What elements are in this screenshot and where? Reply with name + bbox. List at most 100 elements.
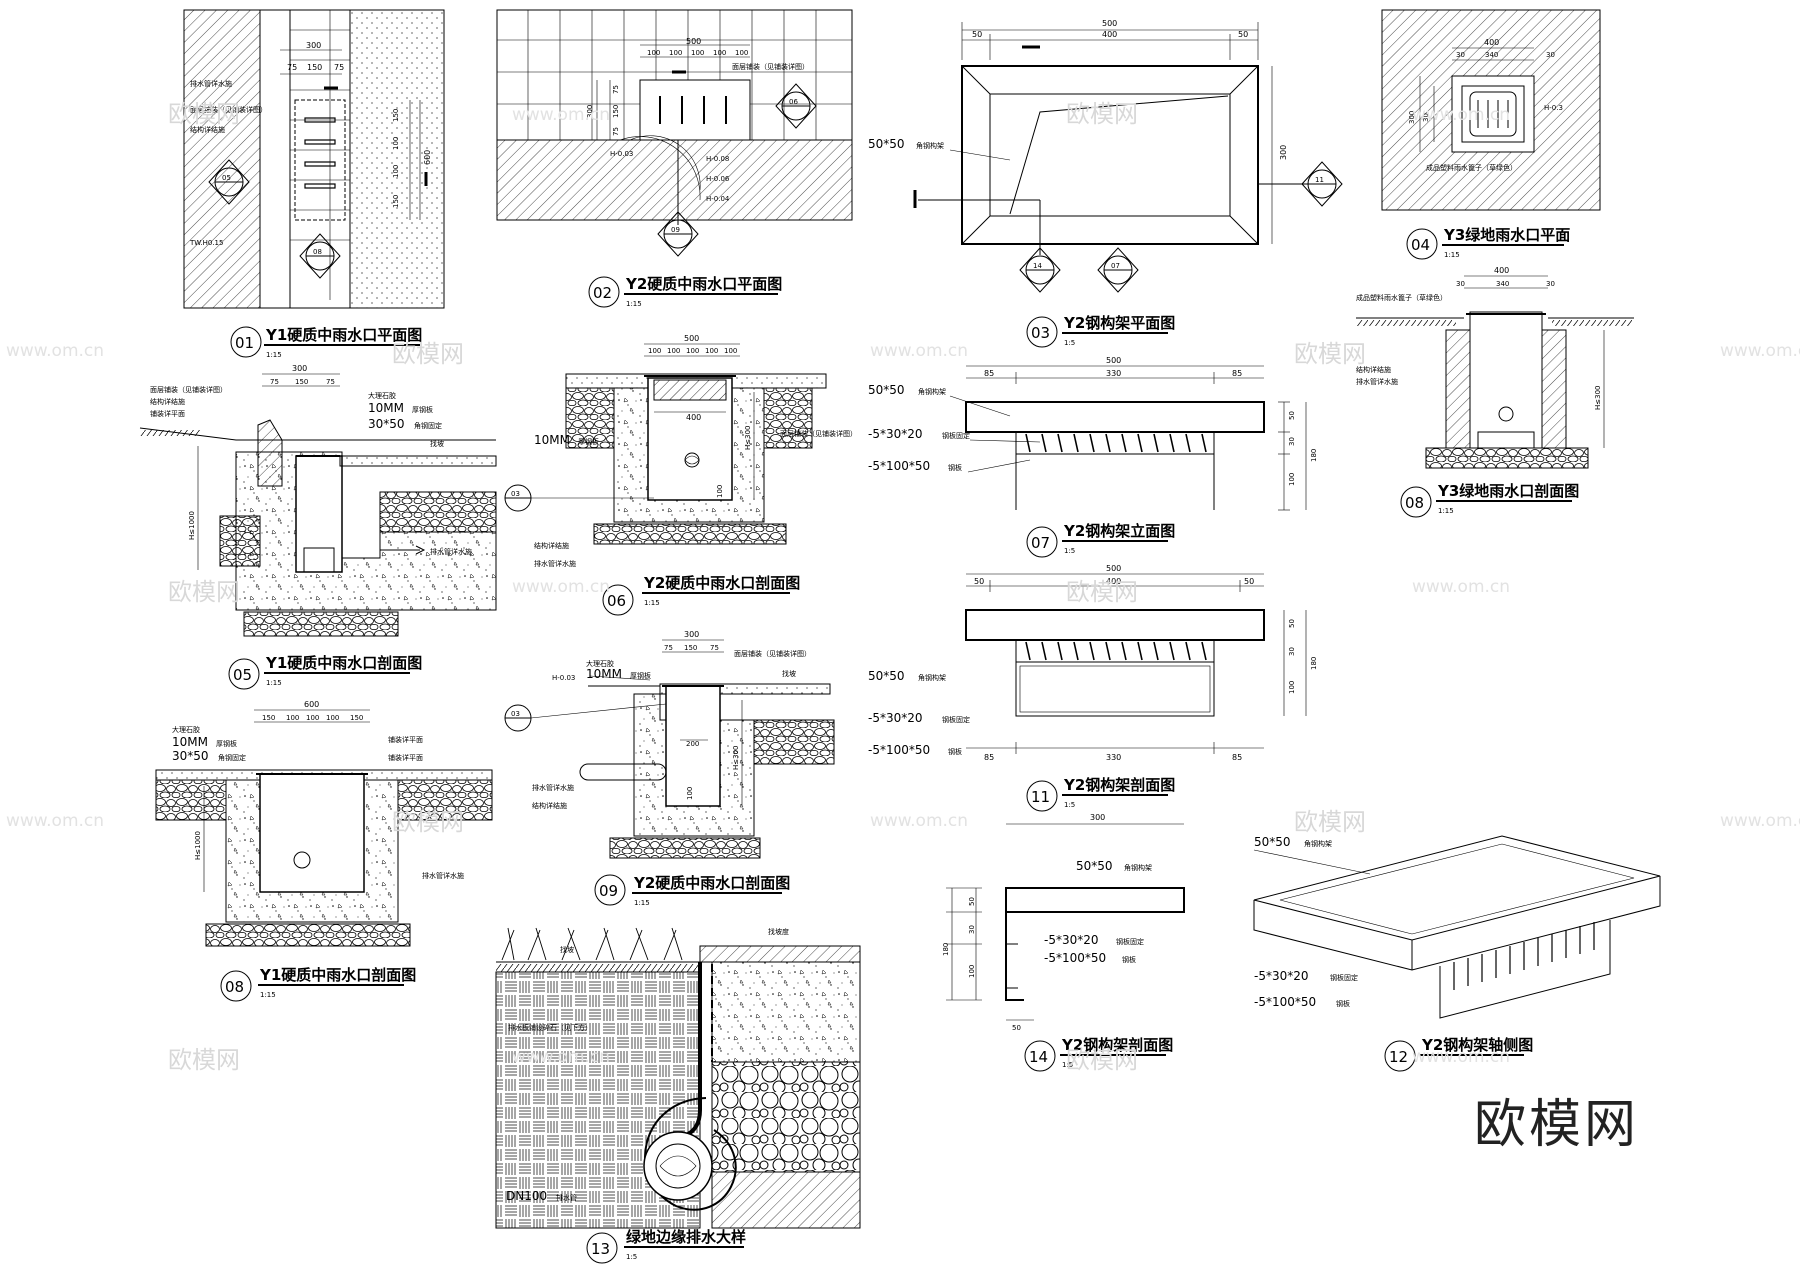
view-number-07: 07: [1031, 534, 1050, 552]
dim-500: 500: [686, 37, 701, 46]
label-drain-pipe: 排水管详水施: [430, 547, 472, 556]
label-plate-10mm: 10MM: [368, 401, 404, 415]
label-plate-10mm-note: 厚钢板: [578, 437, 599, 446]
label-dn100: DN100: [506, 1189, 547, 1203]
label-plate-10mm-note: 厚钢板: [630, 671, 651, 680]
dim-30: 30: [1288, 647, 1296, 656]
label-h008: H-0.08: [706, 155, 729, 163]
label-steel-plate-a: -5*30*20: [1254, 969, 1309, 983]
watermark-url: www.om.cn: [870, 811, 968, 831]
label-h-le-1000: H≤1000: [194, 831, 202, 860]
view-title-07: Y2钢构架立面图: [1063, 522, 1175, 540]
view-scale-13: 1:5: [626, 1253, 637, 1261]
label-steel-plate-b: -5*100*50: [868, 459, 930, 473]
dim-30: 30: [1546, 280, 1555, 288]
marker-label-06: 06: [789, 98, 798, 106]
dim-85: 85: [1232, 753, 1242, 762]
view-title-06: Y2硬质中雨水口剖面图: [643, 574, 800, 592]
label-drain-pipe: 排水管详水施: [534, 559, 576, 568]
label-steel-plate-a-note: 钢板固定: [1116, 937, 1144, 946]
dim-100: 100: [669, 49, 682, 57]
dim-100: 100: [326, 714, 339, 722]
dim-100: 100: [705, 347, 718, 355]
dim-75: 75: [334, 63, 344, 72]
label-angle-fix: 30*50: [172, 749, 209, 763]
dim-400: 400: [686, 413, 701, 422]
dim-150: 150: [295, 378, 308, 386]
label-angle-fix-note: 角钢固定: [414, 421, 442, 430]
marker-label-08: 08: [313, 248, 322, 256]
view-05-y1-section: 300 75 150 75 H≤1000 面层铺装（见铺装详图） 结构详结施 铺…: [139, 364, 497, 690]
watermark-text: 欧模网: [392, 808, 464, 836]
view-02-y2-plan: 500 100 100 100 100 100 300 75 150 75 面层…: [496, 9, 853, 308]
label-steel-plate-a: -5*30*20: [868, 711, 923, 725]
label-plate-10mm: 10MM: [586, 667, 622, 681]
section-marker-03b: 03: [504, 704, 532, 732]
dim-340: 340: [1485, 51, 1498, 59]
dim-100: 100: [648, 347, 661, 355]
watermark-url: www.om.cn: [6, 341, 104, 361]
dim-100: 100: [647, 49, 660, 57]
label-steel-plate-b-note: 钢板: [1336, 999, 1350, 1008]
dim-100: 100: [1288, 473, 1296, 486]
dim-85: 85: [984, 753, 994, 762]
label-gravel: 排水板铺设碎石（见下方）: [508, 1023, 592, 1032]
label-steel-plate-a: -5*30*20: [868, 427, 923, 441]
view-scale-08-y1: 1:15: [260, 991, 276, 999]
view-title-13: 绿地边缘排水大样: [626, 1228, 746, 1246]
dim-400: 400: [1106, 577, 1121, 586]
dim-30: 30: [968, 925, 976, 934]
dim-30: 30: [1546, 51, 1555, 59]
section-marker-07: 07: [1097, 247, 1139, 293]
dim-600: 600: [304, 700, 319, 709]
label-h-le-1000: H≤1000: [188, 511, 196, 540]
dim-200: 200: [686, 740, 699, 748]
view-09-y2-section: 300 75 150 75 200 100 H≤300 H-0.03 大理石胶 …: [504, 630, 835, 907]
label-slope: 找坡: [560, 945, 574, 954]
section-marker-11: 11: [1301, 161, 1343, 207]
view-number-02: 02: [593, 284, 612, 302]
dim-100: 100: [686, 347, 699, 355]
label-plate-10mm-note: 厚钢板: [216, 739, 237, 748]
dim-400: 400: [1494, 266, 1509, 275]
view-number-14: 14: [1029, 1048, 1048, 1066]
label-structure: 结构详结施: [534, 541, 569, 550]
label-structure: 结构详结施: [532, 801, 567, 810]
label-slope2: 找坡度: [768, 927, 789, 936]
watermark-url: www.om.cn: [1412, 1047, 1510, 1067]
view-13-green-edge-drainage: 排水板铺设碎石（见下方） DN100 排水管 找坡度 找坡 13 绿地边缘排水大…: [495, 927, 861, 1264]
dim-30: 30: [1288, 437, 1296, 446]
label-steel-plate-b: -5*100*50: [1044, 951, 1106, 965]
label-angle-steel: 50*50: [1076, 859, 1113, 873]
label-steel-plate-b-note: 钢板: [1122, 955, 1136, 964]
dim-100: 100: [716, 485, 724, 498]
label-angle-steel-note: 角钢构架: [1304, 839, 1332, 848]
dim-500: 500: [1106, 356, 1121, 365]
label-angle-steel: 50*50: [868, 669, 905, 683]
label-paving: 面层铺装（见铺装详图）: [732, 62, 809, 71]
watermark-url: www.om.cn: [512, 1047, 610, 1067]
view-number-04: 04: [1411, 236, 1430, 254]
view-title-04: Y3绿地雨水口平面: [1443, 226, 1570, 244]
section-marker-06: 06: [775, 83, 817, 129]
label-drain-pipe: 排水管详水施: [422, 871, 464, 880]
dim-330: 330: [1106, 369, 1121, 378]
dim-100: 100: [735, 49, 748, 57]
label-plate-10mm: 10MM: [534, 433, 570, 447]
dim-180: 180: [1310, 449, 1318, 462]
view-number-05: 05: [233, 666, 252, 684]
dim-50: 50: [1238, 30, 1248, 39]
watermark-text: 欧模网: [1294, 340, 1366, 368]
label-angle-steel-note: 角钢构架: [1124, 863, 1152, 872]
dim-100: 100: [306, 714, 319, 722]
view-number-08-y1: 08: [225, 978, 244, 996]
label-paving-level: 铺装详平面: [150, 409, 185, 418]
view-01-y1-plan: 300 75 150 75 600 150 100 100 150 排水管详水施…: [183, 9, 445, 359]
dim-300: 300: [586, 105, 594, 118]
view-06-y2-section: 500 100 100 100 100 100 400 100 H≤300 10…: [504, 334, 857, 616]
dim-100: 100: [667, 347, 680, 355]
watermark-text: 欧模网: [1066, 578, 1138, 606]
dim-50: 50: [1244, 577, 1254, 586]
label-dn100-note: 排水管: [556, 1193, 577, 1202]
